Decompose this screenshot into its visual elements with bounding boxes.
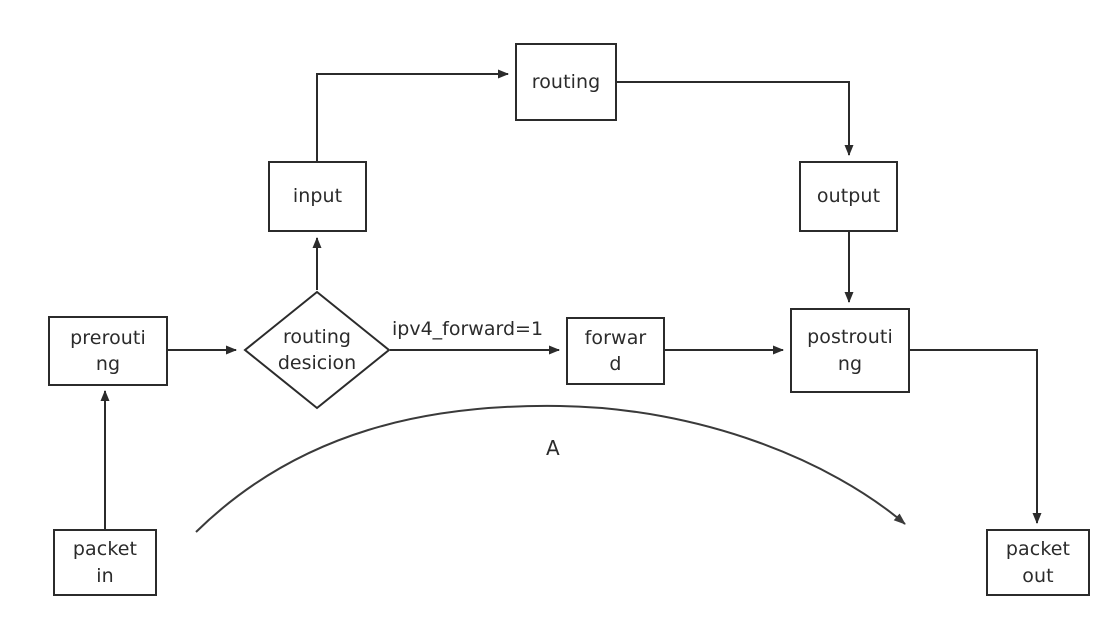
edge-label-ipv4-forward: ipv4_forward=1 (392, 318, 544, 340)
edge-routing-output (617, 81, 854, 156)
routing-label: routing (531, 70, 601, 93)
node-input[interactable]: input (268, 161, 367, 232)
output-label: output (816, 185, 881, 208)
edge-postrouting-packetout (910, 349, 1042, 524)
edge-arc-a (195, 404, 906, 533)
edge-input-routing (316, 69, 509, 161)
diamond-shape (243, 290, 391, 410)
node-routing[interactable]: routing (515, 43, 617, 121)
arc-label-a: A (546, 436, 560, 460)
input-label: input (292, 185, 343, 208)
node-output[interactable]: output (799, 161, 898, 232)
